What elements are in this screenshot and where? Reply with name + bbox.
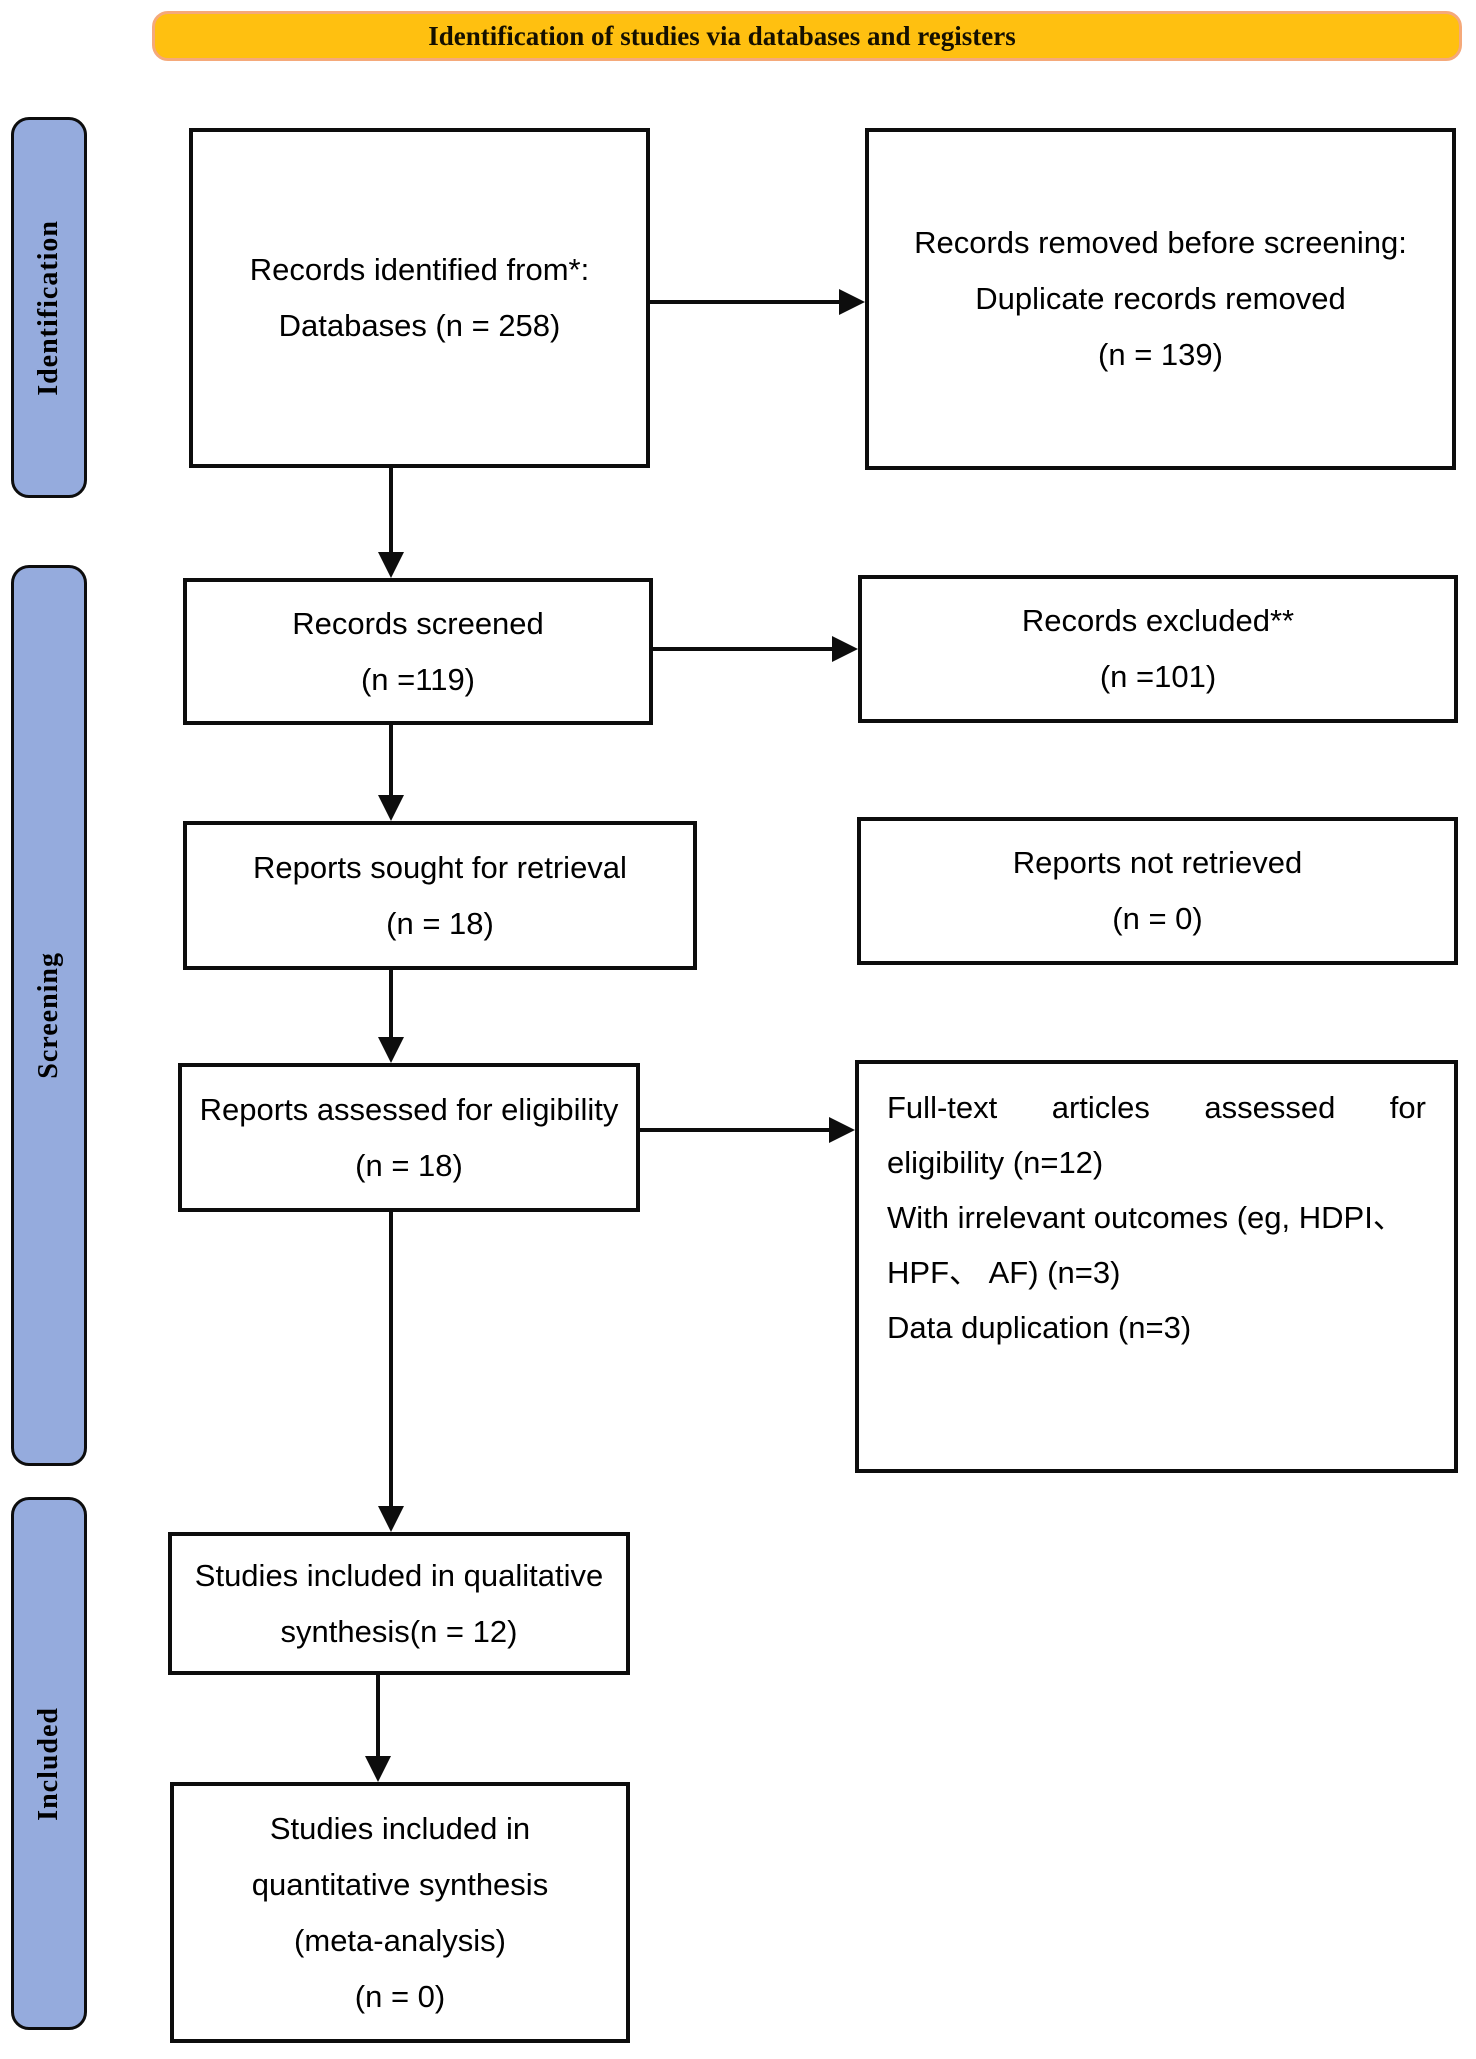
box-text-line: Duplicate records removed xyxy=(975,281,1346,316)
box-text-line: (n =101) xyxy=(1099,659,1217,694)
stage-bar-included: Included xyxy=(11,1497,87,2030)
arrowhead-right-icon xyxy=(839,289,865,315)
stage-label-included: Included xyxy=(33,1706,64,1821)
stage-bar-identification: Identification xyxy=(11,117,87,498)
box-text-line: (n = 0) xyxy=(1112,901,1203,936)
box-reports-assessed: Reports assessed for eligibility (n = 18… xyxy=(178,1063,640,1212)
box-reports-sought: Reports sought for retrieval (n = 18) xyxy=(183,821,697,970)
box-text-line: (n = 139) xyxy=(1098,337,1223,372)
box-text-line: synthesis(n = 12) xyxy=(280,1613,518,1649)
stage-bar-screening: Screening xyxy=(11,565,87,1466)
box-text-line: (n = 18) xyxy=(386,905,494,941)
box-quantitative-synthesis: Studies included in quantitative synthes… xyxy=(170,1782,630,2043)
box-text-line: Data duplication (n=3) xyxy=(887,1310,1192,1345)
box-text-line: Reports not retrieved xyxy=(1012,845,1303,880)
box-text-line: quantitative synthesis xyxy=(251,1866,549,1902)
arrow-line xyxy=(389,468,393,554)
box-reports-not-retrieved: Reports not retrieved (n = 0) xyxy=(857,817,1458,965)
arrowhead-down-icon xyxy=(378,1506,404,1532)
box-records-screened: Records screened (n =119) xyxy=(183,578,653,725)
arrow-line xyxy=(376,1675,380,1758)
box-text-line: Studies included in xyxy=(269,1810,531,1846)
box-text-line: Studies included in qualitative xyxy=(194,1557,604,1593)
box-records-removed: Records removed before screening: Duplic… xyxy=(865,128,1456,470)
box-text-line: Databases (n = 258) xyxy=(278,308,561,343)
box-text-line: (n = 18) xyxy=(355,1147,463,1183)
arrowhead-down-icon xyxy=(378,552,404,578)
box-text-line: Records screened xyxy=(292,605,544,641)
box-text-line: Reports assessed for eligibility xyxy=(199,1091,619,1127)
arrow-line xyxy=(640,1128,830,1132)
box-text-line: With irrelevant outcomes (eg, HDPI、 xyxy=(887,1200,1404,1235)
stage-label-identification: Identification xyxy=(33,219,64,396)
box-text-line: eligibility (n=12) xyxy=(887,1145,1104,1180)
arrowhead-down-icon xyxy=(378,1037,404,1063)
arrow-line xyxy=(650,300,840,304)
arrowhead-down-icon xyxy=(378,795,404,821)
box-text-line: Records removed before screening: xyxy=(914,225,1407,260)
arrow-line xyxy=(653,647,833,651)
box-text-line: (meta-analysis) xyxy=(294,1922,506,1958)
box-fulltext-assessed: Full-text articles assessed for eligibil… xyxy=(855,1060,1458,1473)
box-records-identified: Records identified from*: Databases (n =… xyxy=(189,128,650,468)
box-text-line: HPF、 AF) (n=3) xyxy=(887,1255,1121,1290)
arrowhead-down-icon xyxy=(365,1756,391,1782)
arrow-line xyxy=(389,970,393,1039)
banner-title-text: Identification of studies via databases … xyxy=(428,20,1016,51)
box-text-line: Reports sought for retrieval xyxy=(253,849,627,885)
box-text-line: (n =119) xyxy=(360,661,476,697)
box-text-line: Full-text articles assessed for xyxy=(887,1090,1426,1125)
arrow-line xyxy=(389,725,393,797)
box-qualitative-synthesis: Studies included in qualitative synthesi… xyxy=(168,1532,630,1675)
stage-label-screening: Screening xyxy=(33,952,64,1079)
box-text-line: (n = 0) xyxy=(354,1978,446,2014)
box-text-line: Records excluded** xyxy=(1021,603,1295,638)
arrowhead-right-icon xyxy=(829,1117,855,1143)
box-text-line: Records identified from*: xyxy=(249,252,590,287)
arrow-line xyxy=(389,1212,393,1508)
box-records-excluded: Records excluded** (n =101) xyxy=(858,575,1458,723)
arrowhead-right-icon xyxy=(832,636,858,662)
banner-title: Identification of studies via databases … xyxy=(152,11,1462,61)
